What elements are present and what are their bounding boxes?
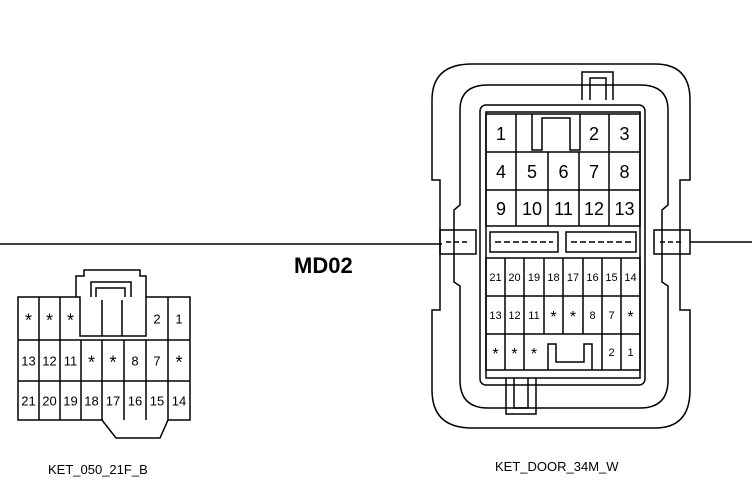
right-lower-pin-label: *	[511, 346, 517, 363]
right-upper-pin-label: 4	[496, 162, 506, 182]
left-pin-label: 7	[153, 354, 160, 369]
left-pin-label: 20	[42, 394, 56, 409]
right-lower-pin-label: 13	[489, 310, 501, 322]
right-connector	[431, 63, 691, 429]
left-pin-label: 11	[64, 354, 78, 369]
right-lower-pin-label: 7	[608, 310, 614, 322]
left-pin-label: *	[67, 311, 74, 331]
left-pin-label: 15	[150, 394, 164, 409]
right-upper-pin-label: 10	[522, 199, 542, 219]
left-pin-label: 19	[63, 394, 77, 409]
right-lower-pin-label: 16	[586, 272, 598, 284]
right-lower-pin-label: 2	[608, 347, 614, 359]
right-lower-pin-label: 15	[605, 272, 617, 284]
right-lower-pin-label: *	[570, 309, 576, 326]
left-pin-label: 21	[21, 394, 35, 409]
right-lower-pin-label: 14	[624, 272, 636, 284]
right-lower-pin-label: 19	[528, 272, 540, 284]
right-lower-pin-label: 1	[627, 347, 633, 359]
right-lower-pin-label: *	[492, 346, 498, 363]
right-lower-pin-label: 21	[489, 272, 501, 284]
right-lower-pin-label: 12	[508, 310, 520, 322]
right-upper-pin-label: 2	[589, 124, 599, 144]
right-upper-pin-label: 9	[496, 199, 506, 219]
right-lower-pin-label: 17	[567, 272, 579, 284]
right-lower-pin-label: 11	[528, 310, 539, 322]
right-connector-right-tab	[653, 229, 691, 255]
left-pin-label: 8	[131, 354, 138, 369]
right-upper-pin-label: 12	[584, 199, 604, 219]
left-pin-label: *	[88, 353, 95, 373]
left-pin-label: 17	[106, 394, 120, 409]
left-pin-label: *	[109, 353, 116, 373]
left-pin-label: *	[175, 353, 182, 373]
right-lower-pin-label: *	[531, 346, 537, 363]
right-upper-pin-label: 3	[619, 124, 629, 144]
left-pin-label: 2	[153, 312, 160, 327]
right-lower-pin-label: *	[550, 309, 556, 326]
left-pin-label: 13	[21, 354, 35, 369]
right-connector-housing	[431, 63, 691, 429]
right-lower-pin-label: 8	[589, 310, 595, 322]
right-connector-bottom-latch	[505, 378, 537, 415]
left-connector	[17, 269, 191, 439]
right-upper-pin-label: 7	[589, 162, 599, 182]
right-upper-pin-label: 8	[619, 162, 629, 182]
left-connector-latch	[75, 269, 147, 297]
right-upper-pin-label: 5	[527, 162, 537, 182]
left-pin-label: 18	[84, 394, 98, 409]
right-upper-pin-label: 13	[614, 199, 634, 219]
left-pin-label: 1	[175, 312, 182, 327]
connector-title: MD02	[294, 253, 353, 278]
left-connector-label: KET_050_21F_B	[48, 462, 148, 477]
right-connector-top-latch	[581, 71, 614, 100]
right-lower-pin-label: 18	[547, 272, 559, 284]
left-pin-label: *	[25, 311, 32, 331]
left-pin-label: 16	[128, 394, 142, 409]
right-lower-pin-label: *	[627, 309, 633, 326]
left-pin-label: 12	[42, 354, 56, 369]
right-connector-label: KET_DOOR_34M_W	[495, 459, 619, 474]
right-upper-pin-label: 11	[554, 199, 573, 219]
right-lower-pin-label: 20	[508, 272, 520, 284]
right-connector-insert	[479, 104, 646, 386]
left-pin-label: 14	[172, 394, 186, 409]
right-connector-left-tab	[439, 229, 477, 255]
left-pin-label: *	[46, 311, 53, 331]
right-upper-pin-label: 6	[558, 162, 568, 182]
right-upper-pin-label: 1	[496, 124, 506, 144]
